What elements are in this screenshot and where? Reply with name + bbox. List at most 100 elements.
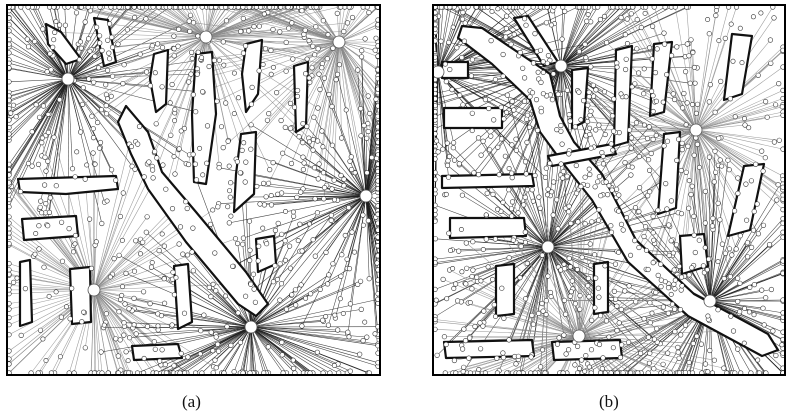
graph-node	[73, 242, 77, 246]
graph-node	[284, 69, 289, 74]
graph-node	[316, 47, 321, 52]
graph-node	[332, 198, 336, 202]
graph-node	[74, 11, 79, 16]
graph-node	[708, 348, 713, 353]
graph-node	[678, 307, 683, 312]
graph-node	[445, 163, 450, 168]
graph-node	[291, 57, 296, 62]
graph-node	[228, 180, 233, 185]
graph-node	[503, 154, 507, 158]
graph-node	[186, 80, 191, 85]
graph-node	[677, 356, 682, 361]
graph-node	[335, 328, 340, 333]
graph-node	[189, 72, 194, 77]
graph-node	[446, 175, 451, 180]
graph-node	[132, 269, 137, 274]
graph-node	[463, 338, 468, 343]
graph-node	[54, 290, 58, 294]
graph-node	[334, 77, 339, 82]
graph-node	[550, 190, 554, 194]
graph-node	[326, 323, 331, 328]
graph-node	[712, 358, 717, 363]
graph-node	[487, 106, 492, 111]
graph-node	[650, 311, 654, 315]
graph-node	[112, 256, 117, 261]
graph-node	[490, 9, 494, 13]
graph-node	[673, 278, 677, 282]
graph-node	[107, 22, 112, 27]
graph-node	[241, 51, 246, 56]
graph-node	[80, 319, 85, 324]
graph-node	[448, 248, 452, 252]
graph-node	[470, 111, 475, 116]
graph-node	[578, 307, 583, 312]
graph-node	[448, 67, 453, 72]
graph-node	[190, 56, 194, 60]
graph-node	[560, 37, 565, 42]
graph-node	[495, 356, 500, 361]
graph-node	[144, 230, 149, 235]
graph-node	[486, 265, 490, 269]
graph-node	[313, 254, 318, 259]
graph-node	[530, 188, 535, 193]
graph-node	[191, 92, 196, 97]
graph-node	[373, 332, 377, 336]
graph-node	[191, 152, 196, 157]
graph-node	[170, 82, 175, 87]
graph-node	[544, 298, 549, 303]
graph-node	[295, 94, 299, 98]
graph-node	[243, 294, 248, 299]
graph-node	[436, 150, 441, 155]
graph-node	[147, 160, 152, 165]
graph-node	[127, 335, 132, 340]
graph-node	[701, 264, 706, 269]
graph-node	[522, 16, 527, 21]
graph-node	[105, 199, 109, 203]
graph-node	[579, 184, 584, 189]
graph-node	[19, 333, 24, 338]
graph-node	[500, 286, 505, 291]
graph-node	[759, 149, 764, 154]
graph-node	[45, 223, 50, 228]
graph-node	[211, 208, 215, 212]
graph-node	[765, 115, 770, 120]
graph-node	[227, 189, 231, 193]
graph-node	[728, 97, 733, 102]
graph-node	[38, 205, 43, 210]
graph-node	[507, 166, 511, 170]
graph-node	[122, 62, 127, 67]
graph-node	[481, 139, 486, 144]
graph-node	[650, 24, 655, 29]
graph-node	[643, 224, 648, 229]
graph-node	[780, 104, 785, 109]
graph-node	[637, 245, 642, 250]
graph-node	[629, 173, 634, 178]
graph-node	[444, 342, 449, 347]
graph-node	[539, 80, 544, 85]
graph-node	[186, 162, 191, 167]
graph-node	[723, 36, 728, 41]
graph-node	[209, 330, 214, 335]
graph-node	[375, 261, 380, 266]
graph-node	[661, 305, 666, 310]
graph-node	[295, 88, 300, 93]
obstacle	[18, 176, 118, 194]
graph-node	[687, 360, 692, 365]
graph-node	[232, 369, 237, 374]
graph-node	[625, 41, 629, 45]
graph-node	[249, 147, 254, 152]
graph-node	[240, 148, 245, 153]
graph-node	[198, 352, 202, 356]
graph-node	[337, 63, 341, 67]
graph-node	[269, 48, 274, 53]
graph-node	[274, 90, 279, 95]
graph-node	[551, 180, 556, 185]
graph-node	[549, 294, 553, 298]
graph-node	[695, 102, 700, 107]
graph-node	[510, 143, 515, 148]
graph-node	[652, 366, 657, 371]
graph-node	[647, 361, 651, 365]
graph-node	[580, 255, 585, 260]
graph-node	[347, 266, 352, 271]
graph-node	[204, 161, 209, 166]
